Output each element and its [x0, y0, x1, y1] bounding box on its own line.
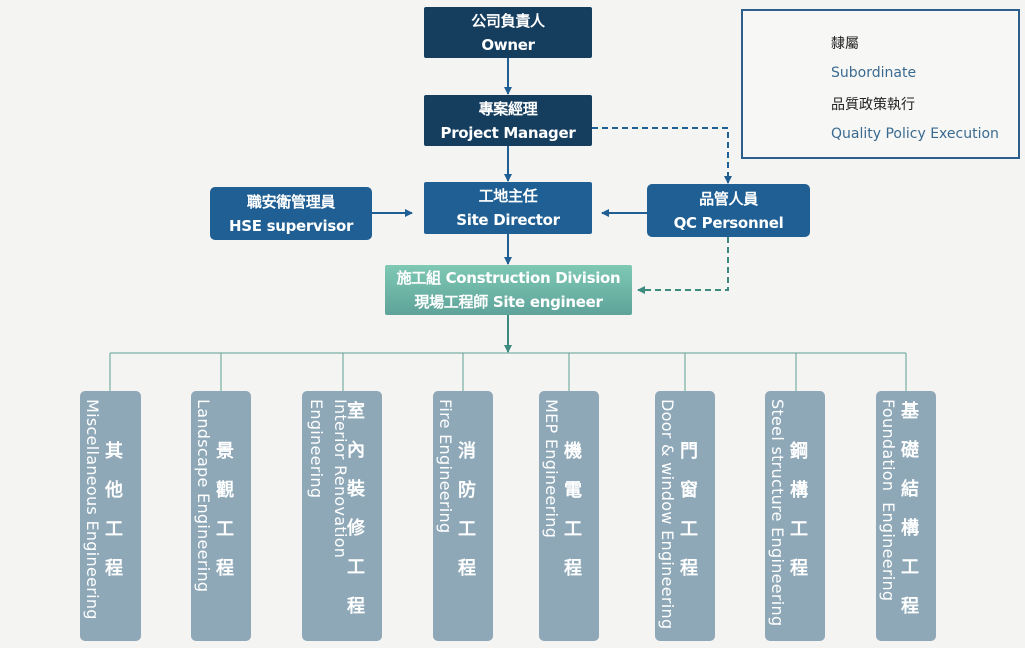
qc-to-construction-dashed-arrow [637, 237, 729, 294]
division-zh-label: 基礎結構工程 [898, 401, 919, 635]
division-en-label: Steel structure Engineering [768, 399, 787, 627]
hse-supervisor-node: 職安衛管理員 HSE supervisor [210, 187, 372, 240]
owner-zh: 公司負責人 [471, 11, 545, 30]
construction-division-node: 施工組 Construction Division 現場工程師 Site eng… [385, 265, 632, 315]
legend: 隸屬 Subordinate 品質政策執行 Quality Policy Exe… [741, 9, 1020, 159]
division-zh-label: 其他工程 [102, 441, 123, 597]
construction-division-line1: 施工組 Construction Division [396, 269, 621, 287]
project-manager-zh: 專案經理 [478, 99, 538, 118]
division-zh-label: 門窗工程 [677, 441, 698, 597]
division-en-label: Landscape Engineering [194, 399, 213, 593]
pm-to-qc-dashed-arrow [592, 127, 732, 184]
division-en-label: Door & window Engineering [658, 399, 677, 630]
hse-supervisor-en: HSE supervisor [228, 216, 354, 235]
division-en-label: Fire Engineering [436, 399, 455, 534]
legend-solid-zh: 隸屬 [831, 36, 859, 52]
qc-personnel-zh: 品管人員 [699, 189, 758, 208]
legend-dashed-zh: 品質政策執行 [831, 97, 915, 113]
site-director-en: Site Director [456, 211, 560, 229]
division-zh-label: 鋼構工程 [787, 441, 808, 597]
division-zh-label: 室內裝修工程 [344, 401, 365, 635]
owner-node: 公司負責人 Owner [424, 7, 592, 58]
site-director-node: 工地主任 Site Director [424, 182, 592, 234]
division-en-label: Interior Renovation Engineering [307, 399, 350, 559]
qc-personnel-en: QC Personnel [673, 213, 784, 232]
site-director-zh: 工地主任 [478, 187, 538, 205]
construction-division-line2: 現場工程師 Site engineer [414, 293, 603, 311]
hse-supervisor-zh: 職安衛管理員 [246, 192, 336, 211]
legend-solid-en: Subordinate [831, 65, 917, 81]
project-manager-node: 專案經理 Project Manager [424, 95, 592, 146]
division-drop-lines [109, 353, 907, 391]
owner-en: Owner [481, 35, 535, 54]
division-zh-label: 景觀工程 [213, 441, 234, 597]
qc-personnel-node: 品管人員 QC Personnel [647, 184, 810, 237]
division-en-label: Miscellaneous Engineering [83, 399, 102, 620]
legend-dashed-en: Quality Policy Execution [831, 126, 999, 142]
division-en-label: MEP Engineering [542, 399, 561, 539]
project-manager-en: Project Manager [440, 123, 576, 142]
division-zh-label: 消防工程 [455, 441, 476, 597]
division-zh-label: 機電工程 [561, 441, 582, 597]
division-en-label: Foundation Engineering [879, 399, 898, 602]
